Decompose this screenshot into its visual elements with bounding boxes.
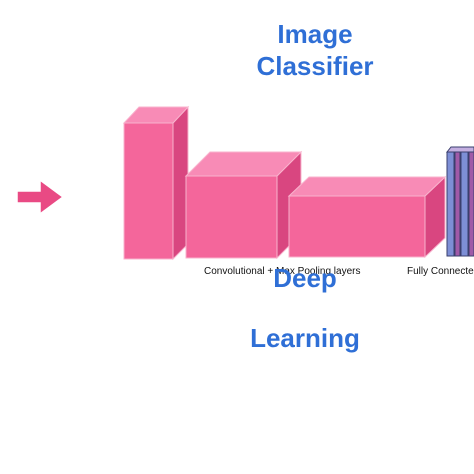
fully-connected-layers [445,146,474,257]
conv-block-2 [184,150,303,260]
conv-block-1 [122,105,190,261]
fully-connected-label: Fully Connecte [407,266,474,277]
title-classifier: Classifier [256,51,374,81]
title-image: Image [277,19,353,49]
subtitle-learning: Learning [250,323,360,353]
conv-block-3 [287,175,447,259]
right-arrow-icon [16,178,65,216]
conv-pool-label: Convolutional + Max Pooling layers [204,266,361,277]
subtitle-deep: Deep [273,263,337,293]
